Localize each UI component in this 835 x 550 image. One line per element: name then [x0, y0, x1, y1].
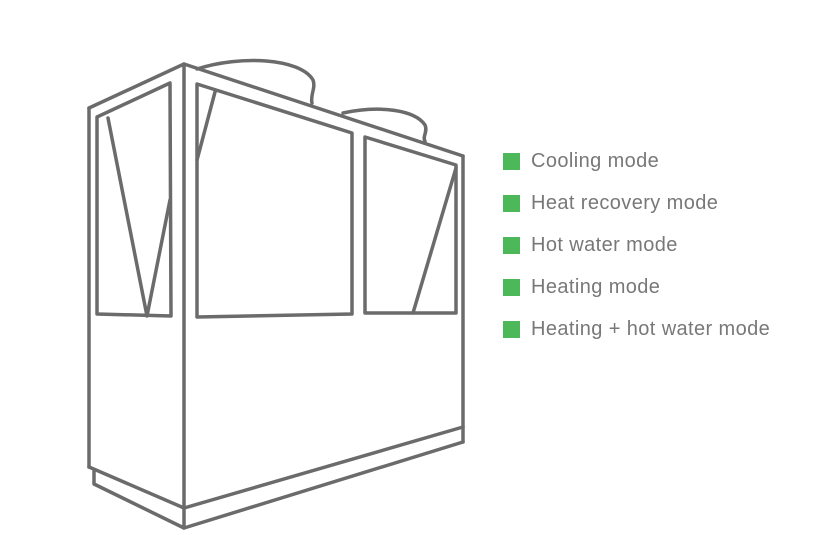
legend-label: Hot water mode — [531, 233, 678, 256]
legend-label: Heating + hot water mode — [531, 317, 771, 340]
front-panel-right — [363, 135, 458, 315]
unit-base-bottom — [92, 440, 465, 530]
fan-right — [341, 107, 428, 143]
green-square-icon — [503, 278, 520, 296]
legend-item-hot-water: Hot water mode — [503, 224, 770, 266]
green-square-icon — [503, 320, 520, 338]
front-panel-brace — [195, 90, 217, 162]
legend-item-heating-hot-water: Heating + hot water mode — [503, 308, 770, 350]
legend-item-cooling: Cooling mode — [503, 140, 770, 182]
unit-base-top — [87, 425, 465, 510]
side-panel-brace — [106, 116, 172, 318]
legend-item-heat-recovery: Heat recovery mode — [503, 182, 770, 224]
legend-label: Cooling mode — [531, 149, 660, 172]
green-square-icon — [503, 236, 520, 254]
front-panel-right-brace — [411, 166, 458, 315]
mode-legend: Cooling mode Heat recovery mode Hot wate… — [503, 140, 770, 350]
fan-left — [195, 58, 316, 105]
legend-label: Heat recovery mode — [531, 191, 719, 214]
green-square-icon — [503, 194, 520, 212]
front-panel-left — [195, 82, 354, 319]
green-square-icon — [503, 152, 520, 170]
legend-label: Heating mode — [531, 275, 661, 298]
side-panel-frame — [95, 81, 173, 318]
legend-item-heating: Heating mode — [503, 266, 770, 308]
